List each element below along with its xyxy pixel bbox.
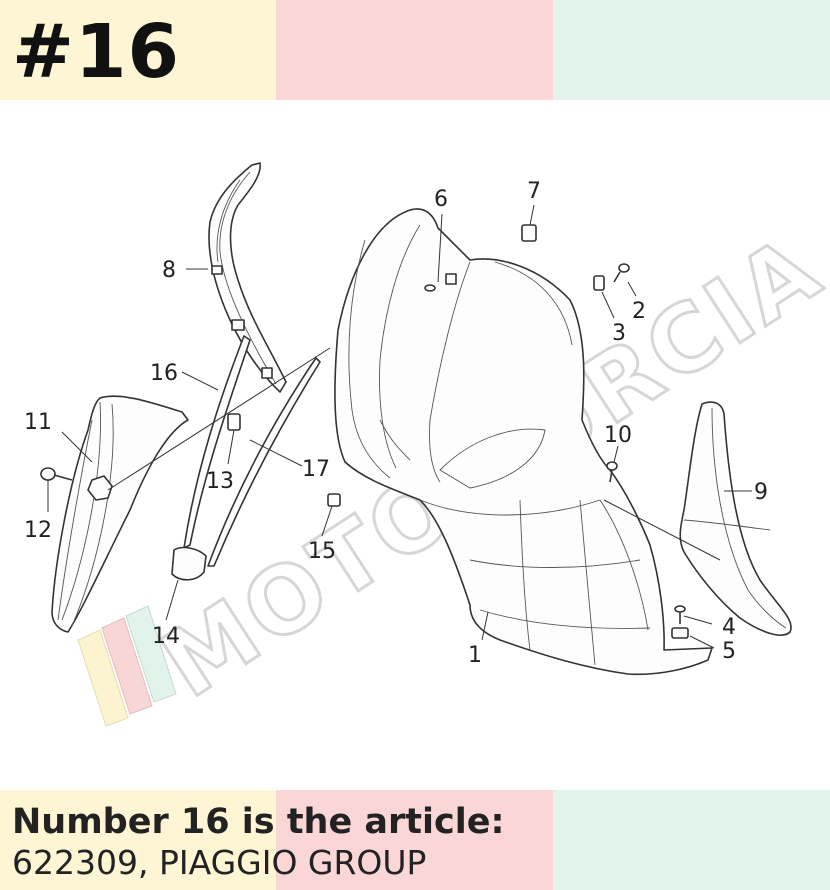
callout-11: 11 bbox=[24, 410, 52, 435]
callout-13: 13 bbox=[206, 469, 234, 494]
callout-12: 12 bbox=[24, 518, 52, 543]
caption-band-yellow bbox=[0, 790, 276, 890]
callout-4: 4 bbox=[722, 615, 736, 640]
part-5-clip bbox=[671, 627, 689, 639]
callout-15: 15 bbox=[308, 539, 336, 564]
callout-8: 8 bbox=[162, 258, 176, 283]
part-3-clip bbox=[593, 275, 605, 291]
part-11-left-panel bbox=[51, 395, 189, 633]
header-band-yellow bbox=[0, 0, 276, 100]
leader-lines bbox=[47, 204, 752, 649]
caption-subtitle: 622309, PIAGGIO GROUP bbox=[12, 843, 427, 882]
part-17-strip bbox=[207, 357, 321, 567]
part-7-clip bbox=[521, 224, 537, 242]
part-1-front-shield bbox=[334, 208, 713, 676]
callout-10: 10 bbox=[604, 423, 632, 448]
part-10-screw bbox=[606, 461, 618, 483]
callout-14: 14 bbox=[152, 624, 180, 649]
header-band bbox=[0, 0, 830, 100]
part-4-screw bbox=[674, 605, 686, 624]
callout-3: 3 bbox=[612, 321, 626, 346]
caption-heading: Number 16 is the article: bbox=[12, 802, 505, 842]
header-band-mint bbox=[553, 0, 830, 100]
part-16-strip bbox=[183, 335, 251, 549]
caption-band-mint bbox=[553, 790, 830, 890]
callout-6: 6 bbox=[434, 187, 448, 212]
callout-1: 1 bbox=[468, 643, 482, 668]
parts-diagram: MOTOMURCIA bbox=[24, 162, 830, 727]
callout-16: 16 bbox=[150, 361, 178, 386]
part-8-upper-trim bbox=[208, 162, 287, 393]
callout-2: 2 bbox=[632, 299, 646, 324]
part-15-clip bbox=[327, 493, 341, 507]
page-title: #16 bbox=[12, 9, 180, 95]
caption-band bbox=[0, 790, 830, 890]
callout-17: 17 bbox=[302, 457, 330, 482]
part-13-clip bbox=[227, 413, 241, 431]
callout-labels: 1 2 3 4 5 6 7 8 9 10 11 12 13 14 15 16 1… bbox=[24, 179, 768, 668]
callout-7: 7 bbox=[527, 179, 541, 204]
caption-band-pink bbox=[276, 790, 553, 890]
callout-5: 5 bbox=[722, 639, 736, 664]
header-band-pink bbox=[276, 0, 553, 100]
callout-9: 9 bbox=[754, 480, 768, 505]
part-14-fitting bbox=[171, 546, 207, 581]
part-2-screw bbox=[613, 263, 630, 283]
part-9-right-panel bbox=[679, 401, 792, 636]
part-12-screw bbox=[40, 467, 73, 481]
part-6-screw bbox=[424, 273, 457, 292]
